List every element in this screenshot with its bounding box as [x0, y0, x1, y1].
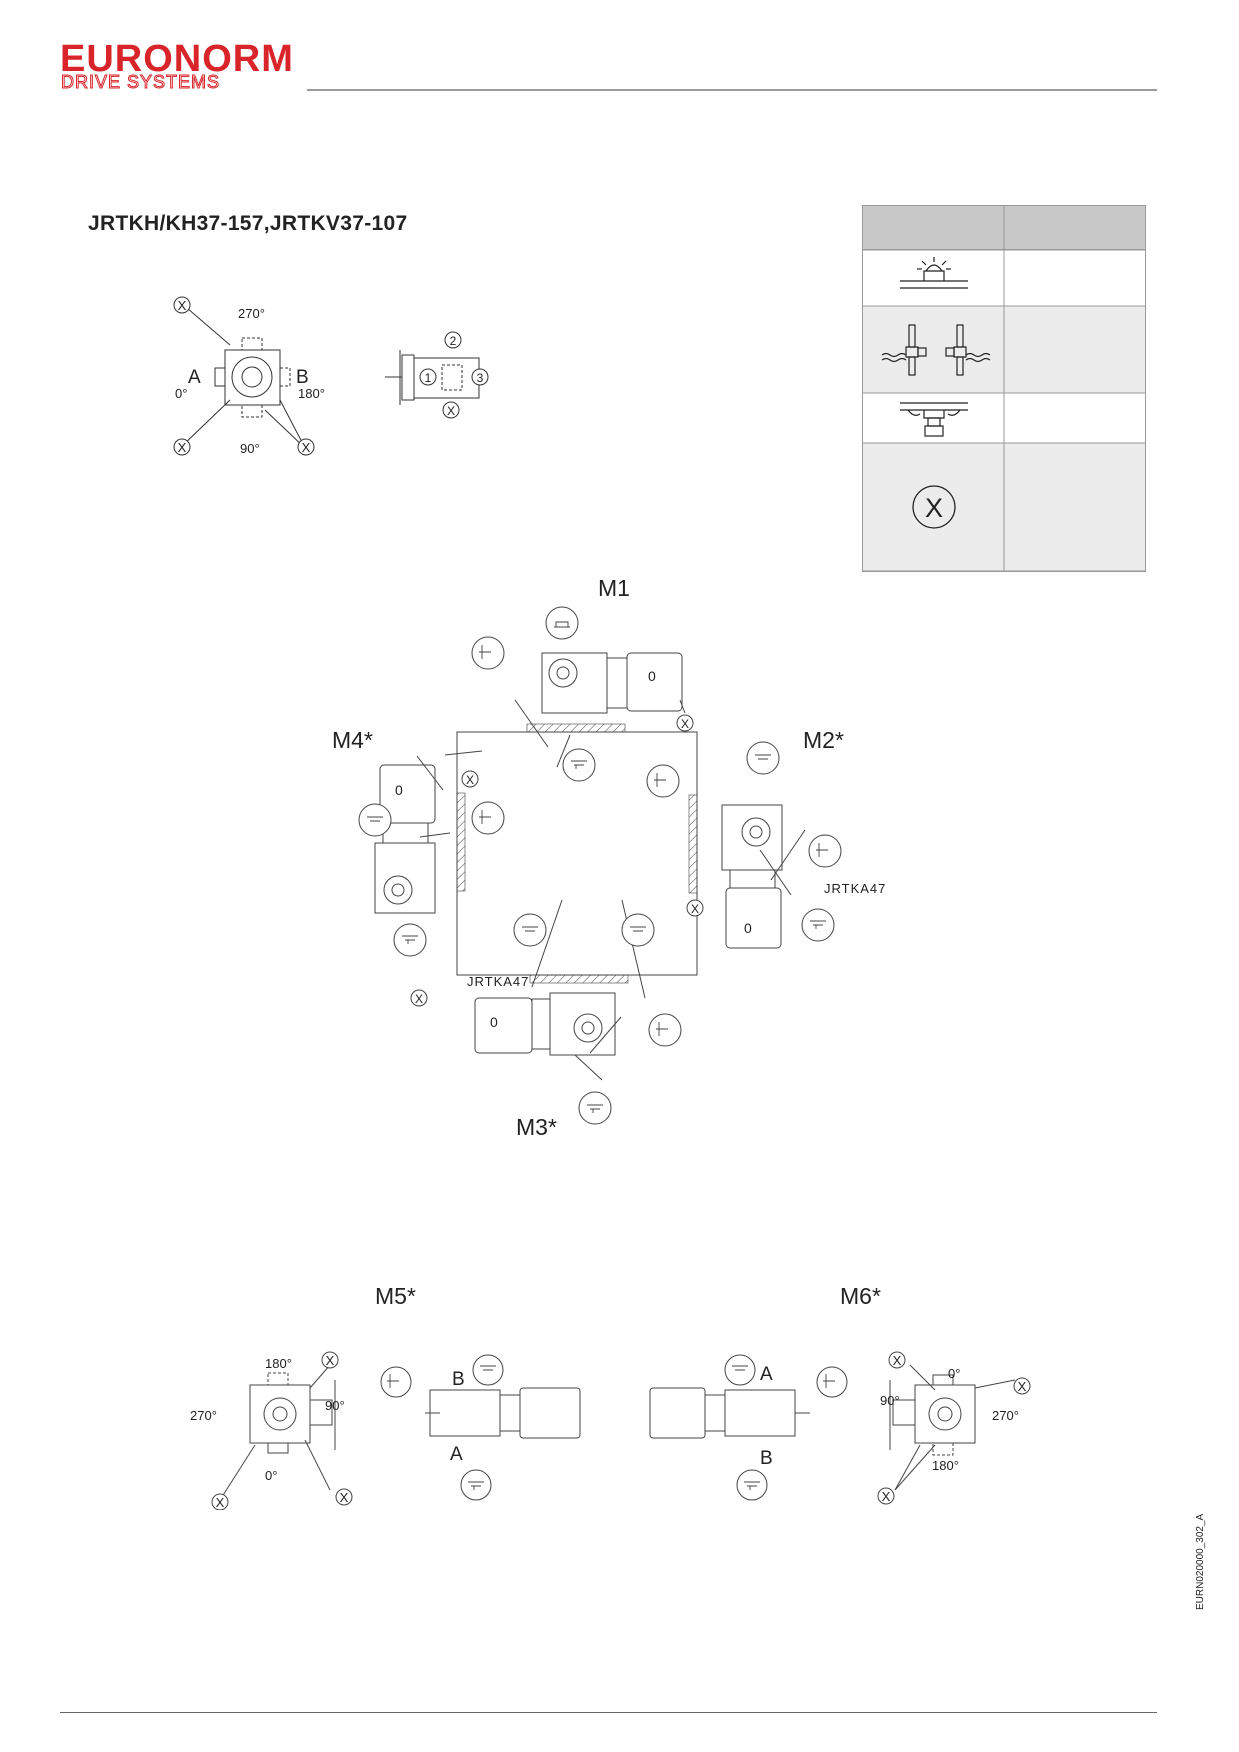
svg-text:A: A [760, 1364, 773, 1385]
oil-drain-plug-icon [900, 402, 968, 437]
svg-text:A: A [450, 1444, 463, 1465]
mounting-positions-m1-m4: X X X X 0 0 0 0 JRTKA47 JRTKA47 M1 M2* M… [332, 575, 886, 1140]
m4-motor [379, 764, 436, 824]
svg-text:X: X [415, 992, 423, 1006]
terminal-box-x-icon: X [912, 485, 956, 529]
angle-90: 90° [240, 441, 260, 456]
legend-table: X [862, 205, 1146, 572]
angle-270: 270° [238, 306, 265, 321]
svg-text:B: B [452, 1369, 465, 1390]
breather-valve-icon [900, 257, 968, 289]
svg-text:X: X [302, 440, 311, 455]
angle-180: 180° [298, 386, 325, 401]
svg-text:X: X [326, 1353, 335, 1368]
svg-text:X: X [466, 773, 474, 787]
svg-text:90°: 90° [325, 1398, 345, 1413]
svg-text:0°: 0° [265, 1468, 277, 1483]
svg-text:X: X [893, 1353, 902, 1368]
page-title: JRTKH/KH37-157,JRTKV37-107 [88, 212, 408, 235]
svg-text:270°: 270° [190, 1408, 217, 1423]
m3-motor [474, 997, 533, 1054]
m1-zero-mark: 0 [648, 668, 656, 684]
document-id: EURN020000_302_A [1195, 1513, 1206, 1610]
m3-gearbox [549, 992, 616, 1056]
label-m1: M1 [598, 575, 630, 601]
position-1: 1 [425, 371, 432, 385]
svg-text:X: X [447, 404, 455, 418]
svg-text:B: B [760, 1448, 773, 1469]
legend-x-symbol: X [925, 493, 943, 523]
brand-tagline: DRIVE SYSTEMS [60, 72, 221, 92]
svg-text:X: X [1018, 1379, 1027, 1394]
label-m6: M6* [840, 1283, 881, 1309]
m2-model-callout: JRTKA47 [824, 881, 886, 896]
m2-motor [725, 887, 782, 949]
m2-gearbox [721, 804, 783, 871]
svg-text:X: X [216, 1495, 225, 1510]
m3-model-callout: JRTKA47 [467, 974, 529, 989]
footer-rule [60, 1712, 1157, 1713]
m2-zero-mark: 0 [744, 920, 752, 936]
svg-text:180°: 180° [265, 1356, 292, 1371]
orientation-diagram: X X X 270° 0° 180° 90° A B 2 1 3 X [173, 296, 489, 456]
svg-text:X: X [691, 902, 699, 916]
label-m4: M4* [332, 727, 373, 753]
svg-text:270°: 270° [992, 1408, 1019, 1423]
mounting-positions-m5-m6: M5* M6* 180° 90° 270° 0° 0° 90° 270° 180… [190, 1283, 1031, 1510]
oil-level-plug-icon [881, 324, 991, 376]
svg-text:X: X [681, 717, 689, 731]
brand-logo: EURONORM [60, 38, 294, 80]
svg-text:0°: 0° [948, 1366, 960, 1381]
side-a: A [188, 367, 201, 388]
marker-x: X [178, 298, 187, 313]
svg-text:X: X [178, 440, 187, 455]
svg-text:180°: 180° [932, 1458, 959, 1473]
svg-text:90°: 90° [880, 1393, 900, 1408]
label-m5: M5* [375, 1283, 416, 1309]
position-2: 2 [450, 334, 457, 348]
side-b: B [296, 367, 309, 388]
svg-text:X: X [882, 1489, 891, 1504]
header-rule [307, 89, 1157, 91]
svg-text:X: X [340, 1490, 349, 1505]
m3-zero-mark: 0 [490, 1014, 498, 1030]
position-3: 3 [477, 371, 484, 385]
label-m3: M3* [516, 1114, 557, 1140]
m1-motor [626, 652, 683, 712]
m4-zero-mark: 0 [395, 782, 403, 798]
label-m2: M2* [803, 727, 844, 753]
angle-0: 0° [175, 386, 187, 401]
m1-gearbox [541, 652, 608, 714]
